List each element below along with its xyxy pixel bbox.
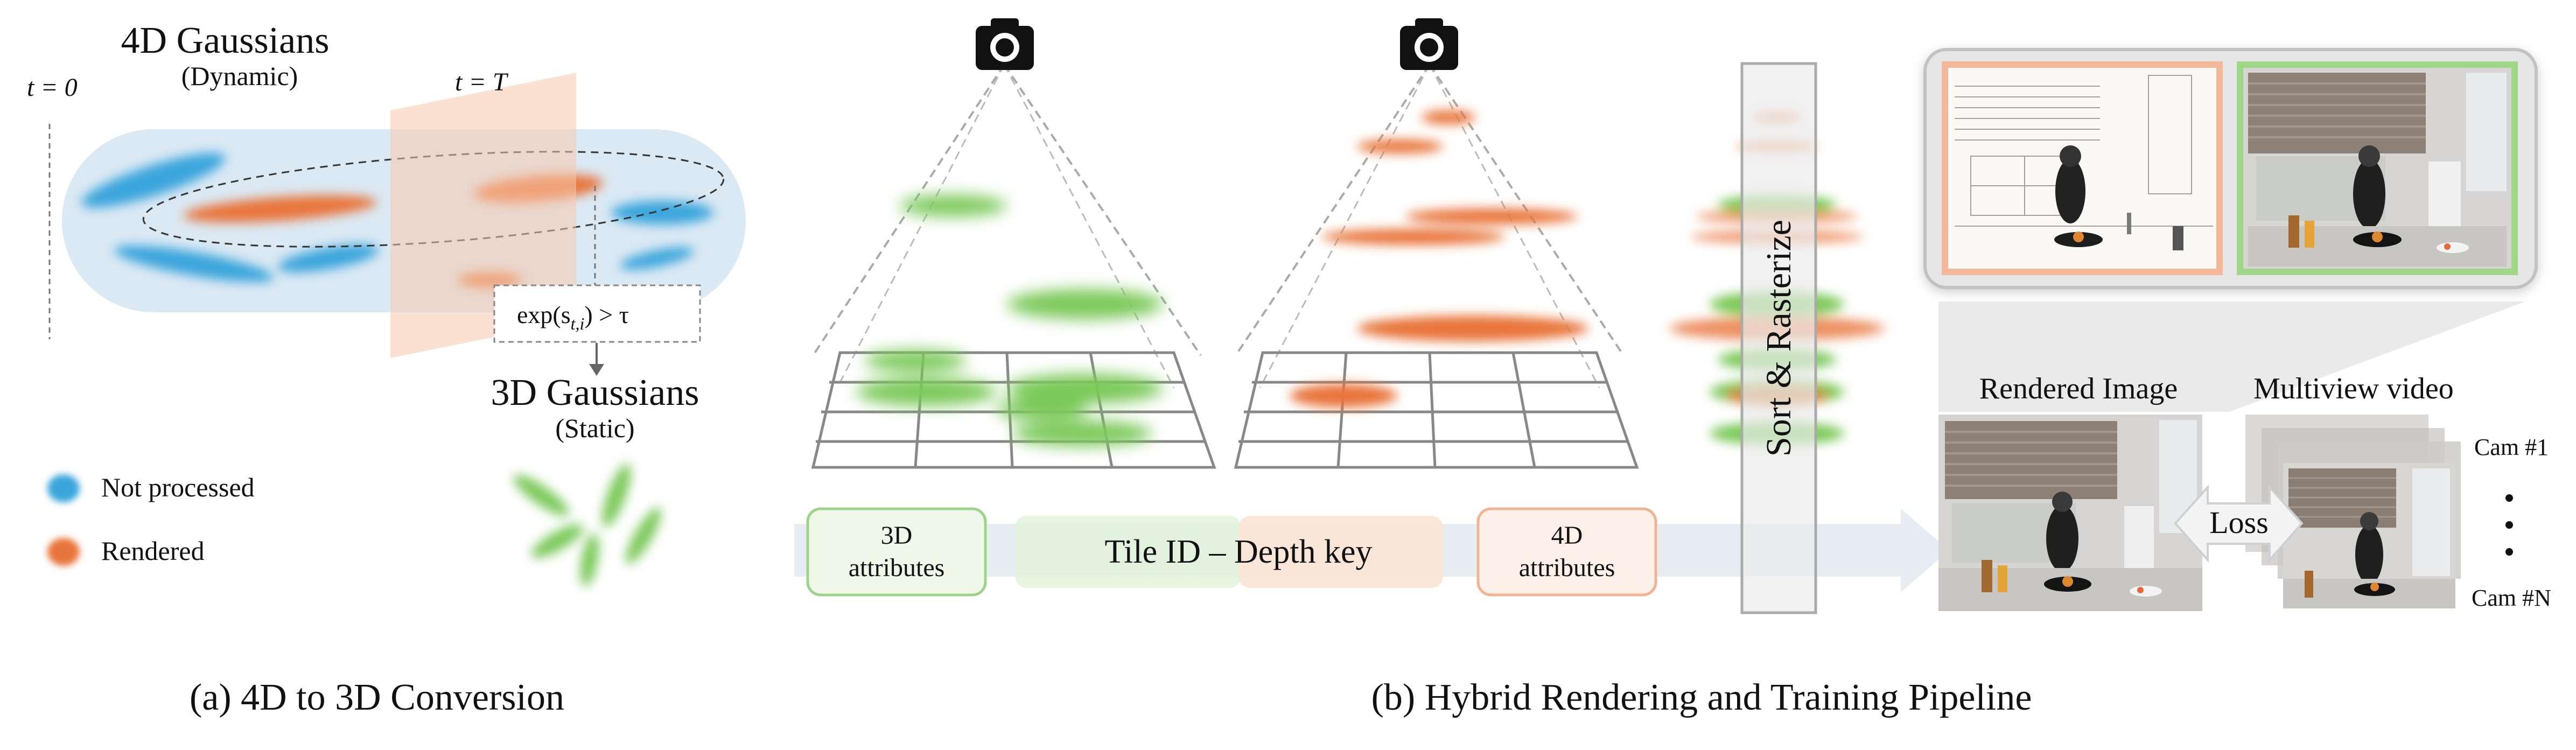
key-band-arrowhead: [1901, 509, 1949, 592]
key-mid-orange: [1238, 516, 1443, 588]
legend-swatch-rendered: [47, 538, 80, 566]
legend-label-not-processed: Not processed: [101, 472, 255, 502]
zoom-callout-wedge: [1938, 302, 2525, 412]
panel-4d-to-3d: t = 0 t = T exp(st,i) > τ 4D Gaussians (…: [27, 20, 746, 718]
cam-ellipsis-dot: [2505, 548, 2513, 556]
static-gaussians: [513, 464, 662, 587]
cam-first-label: Cam #1: [2474, 434, 2549, 460]
loss-arrow: [2174, 484, 2304, 563]
multiview-front-frame: [2283, 463, 2455, 608]
static-subtitle: (Static): [555, 413, 634, 443]
orange-gaussians-4d: [1290, 110, 1588, 408]
caption-a: (a) 4D to 3D Conversion: [190, 677, 564, 718]
multiview-label: Multiview video: [2253, 372, 2454, 405]
attr-3d-label-1: 3D: [881, 521, 913, 550]
attr-3d-box: [806, 507, 987, 597]
rendered-image-label: Rendered Image: [1979, 372, 2178, 405]
tile-depth-key-label: Tile ID – Depth key: [1104, 534, 1372, 570]
threshold-arrowhead: [589, 364, 604, 376]
sort-rasterize-column: [1740, 62, 1817, 614]
legend: Not processed Rendered: [47, 472, 255, 566]
camera-icon: [1400, 18, 1458, 70]
panel-pipeline: Sort & Rasterize 3D attributes Tile ID –…: [794, 18, 2551, 718]
legend-label-rendered: Rendered: [101, 536, 205, 566]
caption-b: (b) Hybrid Rendering and Training Pipeli…: [1371, 677, 2032, 718]
legend-swatch-not-processed: [47, 474, 80, 502]
attr-4d-label-2: attributes: [1519, 553, 1615, 582]
ground-truth-image: [2237, 61, 2518, 275]
attr-4d-label-1: 4D: [1551, 521, 1583, 550]
dynamic-title: 4D Gaussians: [121, 20, 330, 61]
camera-icon: [976, 18, 1034, 70]
key-mid-green: [1015, 516, 1241, 588]
cam-last-label: Cam #N: [2472, 585, 2551, 611]
cam-ellipsis-dot: [2505, 521, 2513, 529]
rendered-image: [1938, 415, 2202, 611]
t0-label: t = 0: [27, 73, 78, 102]
blue-gaussians: [81, 153, 713, 282]
multiview-stack: [2245, 415, 2461, 608]
attr-3d-label-2: attributes: [849, 553, 945, 582]
tT-label: t = T: [455, 68, 509, 96]
green-gaussians-3d: [856, 195, 1163, 446]
sketch-render-image: [1942, 61, 2223, 275]
loss-label: Loss: [2209, 505, 2269, 540]
sort-rasterize-label: Sort & Rasterize: [1759, 220, 1798, 457]
static-title: 3D Gaussians: [491, 372, 699, 413]
cam-ellipsis-dot: [2505, 494, 2513, 502]
attr-4d-box: [1476, 507, 1657, 597]
threshold-box: [493, 284, 701, 343]
threshold-formula: exp(st,i) > τ: [517, 301, 629, 333]
tile-grid-4d: [1234, 351, 1639, 469]
frustum-3d: [812, 64, 1202, 388]
dynamic-subtitle: (Dynamic): [181, 61, 298, 91]
